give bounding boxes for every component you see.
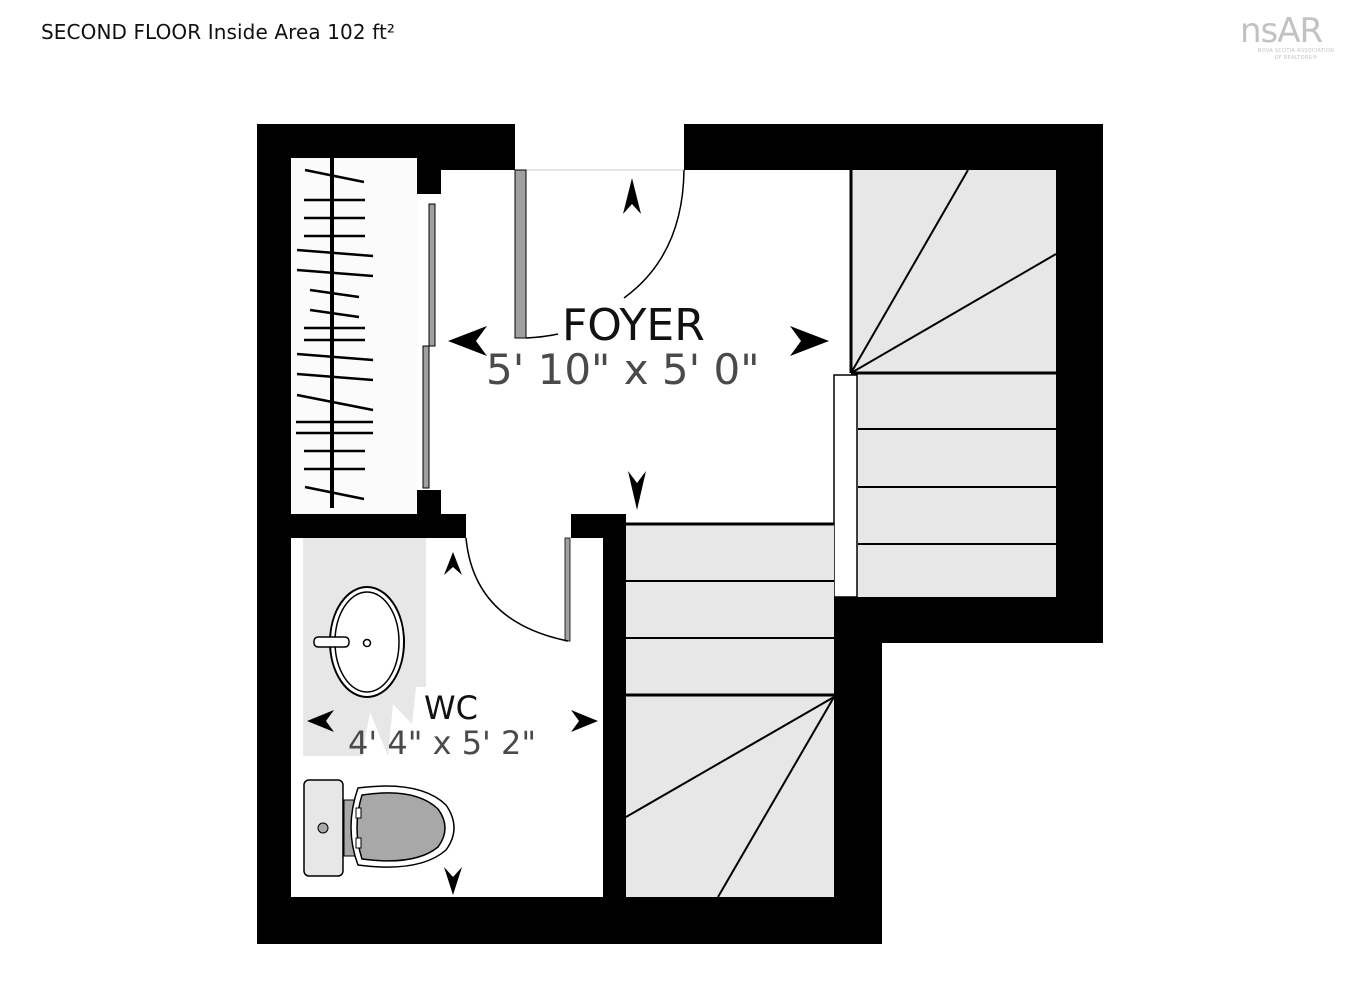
logo-line2: OF REALTORS® <box>1274 55 1318 61</box>
walls <box>257 124 1103 944</box>
logo-line1: NOVA SCOTIA ASSOCIATION <box>1257 48 1335 54</box>
wc-label: WC <box>424 689 478 727</box>
wc-room <box>303 537 603 897</box>
staircase-upper <box>833 169 1057 598</box>
foyer-dimensions: 5' 10" x 5' 0" <box>486 345 760 394</box>
foyer-door <box>514 169 685 339</box>
logo-mark: nsAR <box>1240 11 1323 51</box>
closet <box>291 158 436 514</box>
nsar-logo: nsAR NOVA SCOTIA ASSOCIATION OF REALTORS… <box>1240 14 1352 74</box>
foyer-label: FOYER <box>562 300 705 351</box>
dimension-arrows <box>307 178 829 895</box>
wc-dimensions: 4' 4" x 5' 2" <box>348 724 537 762</box>
staircase-lower <box>625 522 835 898</box>
floor-title: SECOND FLOOR Inside Area 102 ft² <box>41 20 396 44</box>
